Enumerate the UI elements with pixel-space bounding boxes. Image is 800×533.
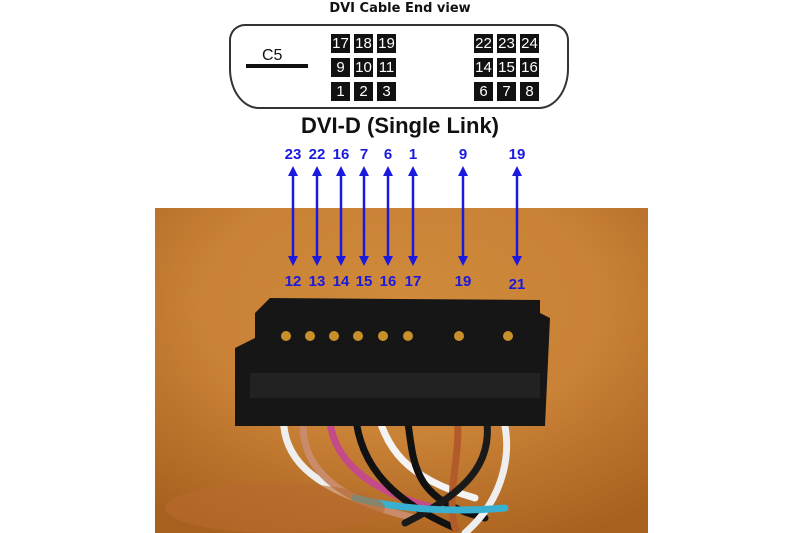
connector-pin-label: 12	[284, 273, 302, 290]
arrow-head	[336, 166, 346, 176]
arrow-head	[336, 256, 346, 266]
pin-box: 18	[354, 34, 373, 53]
connector-pin-label: 21	[508, 276, 526, 293]
pin-box: 3	[377, 82, 396, 101]
pin-box: 8	[520, 82, 539, 101]
c5-label: C5	[262, 47, 283, 64]
pin-box: 24	[520, 34, 539, 53]
dvi-pin-label: 7	[359, 146, 369, 163]
arrow-head	[512, 256, 522, 266]
connector-photo	[155, 208, 648, 533]
connector-pin-label: 17	[404, 273, 422, 290]
pin-box: 10	[354, 58, 373, 77]
pin-box: 23	[497, 34, 516, 53]
pin-box: 2	[354, 82, 373, 101]
dvi-pin-label: 9	[458, 146, 468, 163]
connector-pin-label: 19	[454, 273, 472, 290]
pin-box: 22	[474, 34, 493, 53]
arrow-head	[288, 256, 298, 266]
pin-box: 11	[377, 58, 396, 77]
connector-pin-label: 15	[355, 273, 373, 290]
dvi-pin-label: 19	[508, 146, 526, 163]
arrow-head	[312, 256, 322, 266]
dvi-pin-label: 6	[383, 146, 393, 163]
diagram-subtitle: DVI-D (Single Link)	[301, 113, 499, 138]
connector-pin-label: 16	[379, 273, 397, 290]
pin-box: 15	[497, 58, 516, 77]
dvi-pin-label: 22	[308, 146, 326, 163]
cable-sleeve	[165, 483, 385, 533]
arrow-head	[408, 256, 418, 266]
arrow-head	[312, 166, 322, 176]
arrow-head	[383, 166, 393, 176]
c5-blade	[246, 64, 308, 68]
arrow-head	[359, 166, 369, 176]
gold-contacts	[281, 331, 513, 341]
arrow-head	[408, 166, 418, 176]
dvi-pin-label: 16	[332, 146, 350, 163]
connector-housing	[235, 298, 550, 426]
arrow-head	[512, 166, 522, 176]
arrow-head	[288, 166, 298, 176]
pin-box: 16	[520, 58, 539, 77]
arrow-head	[458, 166, 468, 176]
dvi-pin-label: 23	[284, 146, 302, 163]
connector-pin-label: 13	[308, 273, 326, 290]
connector-pin-label: 14	[332, 273, 350, 290]
arrow-head	[458, 256, 468, 266]
pin-box: 17	[331, 34, 350, 53]
pin-box: 7	[497, 82, 516, 101]
diagram-title: DVI Cable End view	[329, 1, 471, 16]
pin-box: 14	[474, 58, 493, 77]
pin-box: 6	[474, 82, 493, 101]
arrow-head	[383, 256, 393, 266]
pin-box: 19	[377, 34, 396, 53]
pin-box: 1	[331, 82, 350, 101]
pin-box: 9	[331, 58, 350, 77]
dvi-pin-label: 1	[408, 146, 418, 163]
dvi-plug-outline	[229, 24, 569, 109]
arrow-head	[359, 256, 369, 266]
